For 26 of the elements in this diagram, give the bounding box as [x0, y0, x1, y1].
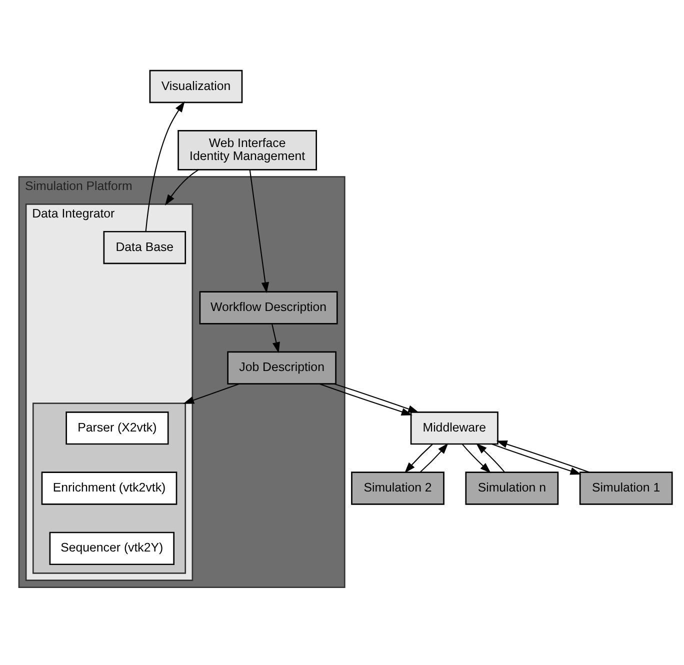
arrow [476, 443, 505, 472]
arrow [462, 444, 491, 474]
node-box: Enrichment (vtk2vtk) [41, 472, 178, 505]
node-box: Data Base [103, 230, 186, 264]
node-box: Simulation 2 [351, 472, 444, 505]
node-box: Simulation 1 [579, 472, 673, 505]
arrow [145, 101, 185, 232]
node-box: Parser (X2vtk) [66, 411, 169, 445]
arrow [420, 443, 448, 473]
arrow [249, 170, 270, 294]
arrow [404, 444, 433, 474]
arrow [334, 383, 420, 413]
arrow [492, 444, 582, 475]
arrow [165, 169, 199, 206]
node-box: Workflow Description [199, 291, 338, 324]
arrow [319, 383, 412, 416]
arrow [496, 440, 590, 473]
arrow [272, 324, 280, 354]
node-box: Middleware [410, 411, 498, 445]
node-box: Job Description [227, 351, 336, 384]
node-box: Simulation n [465, 472, 559, 505]
node-box: Sequencer (vtk2Y) [49, 532, 175, 566]
node-box: Web Interface Identity Management [178, 130, 317, 170]
arrow [183, 383, 240, 404]
cluster [32, 402, 186, 574]
node-box: Visualization [149, 70, 243, 104]
